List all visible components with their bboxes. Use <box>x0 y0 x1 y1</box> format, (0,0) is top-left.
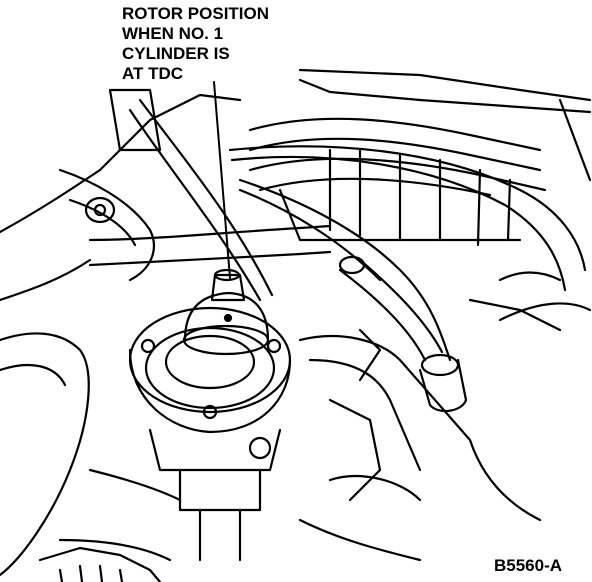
callout-leader-line <box>213 81 231 279</box>
rotor-position-callout: ROTOR POSITION WHEN NO. 1 CYLINDER IS AT… <box>122 4 269 84</box>
engine-block-outline <box>0 68 592 322</box>
distributor-rotor <box>182 268 270 356</box>
callout-line-1: ROTOR POSITION <box>122 4 270 23</box>
grille-edge <box>38 546 162 582</box>
intake-manifold <box>248 117 547 247</box>
spark-plug-wires <box>128 98 587 362</box>
coolant-hoses <box>0 88 332 577</box>
callout-line-2: WHEN NO. 1 <box>122 24 224 43</box>
lower-engine-detail <box>58 271 562 562</box>
callout-line-4: AT TDC <box>122 64 184 83</box>
coolant-tube <box>338 255 468 413</box>
figure-id-label: B5560-A <box>494 556 563 575</box>
callout-line-3: CYLINDER IS <box>122 44 230 63</box>
